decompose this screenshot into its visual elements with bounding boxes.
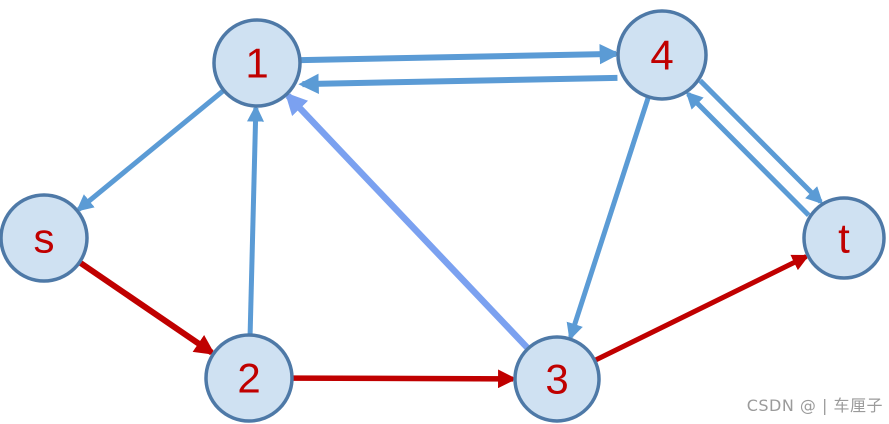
watermark: CSDN @ | 车厘子 bbox=[746, 396, 883, 415]
edge-4-to-t bbox=[698, 78, 824, 205]
edge-s-to-2 bbox=[78, 260, 216, 356]
node-label-3: 3 bbox=[545, 356, 568, 403]
edge-t-to-4 bbox=[685, 91, 811, 218]
node-1: 1 bbox=[212, 18, 302, 108]
node-circle-3 bbox=[513, 335, 601, 423]
node-4: 4 bbox=[616, 9, 708, 101]
edge-2-to-3 bbox=[292, 369, 517, 389]
edge-4-to-1 bbox=[298, 73, 618, 94]
edge-3-to-1 bbox=[284, 92, 530, 351]
node-circle-4 bbox=[616, 9, 708, 101]
edge-1-to-s bbox=[76, 89, 225, 212]
node-s: s bbox=[0, 193, 89, 283]
node-circle-s bbox=[0, 193, 89, 283]
node-label-t: t bbox=[838, 215, 850, 262]
node-t: t bbox=[802, 196, 886, 280]
edge-1-to-4 bbox=[300, 44, 621, 65]
node-label-s: s bbox=[34, 215, 55, 262]
node-3: 3 bbox=[513, 335, 601, 423]
node-circle-2 bbox=[204, 333, 294, 423]
edge-4-to-3 bbox=[566, 97, 651, 341]
node-label-2: 2 bbox=[237, 355, 260, 402]
node-2: 2 bbox=[204, 333, 294, 423]
node-label-1: 1 bbox=[245, 40, 268, 87]
node-circle-1 bbox=[212, 18, 302, 108]
node-circle-t bbox=[802, 196, 886, 280]
edge-3-to-t bbox=[594, 254, 810, 363]
node-label-4: 4 bbox=[650, 32, 673, 79]
edge-2-to-1 bbox=[247, 104, 265, 335]
